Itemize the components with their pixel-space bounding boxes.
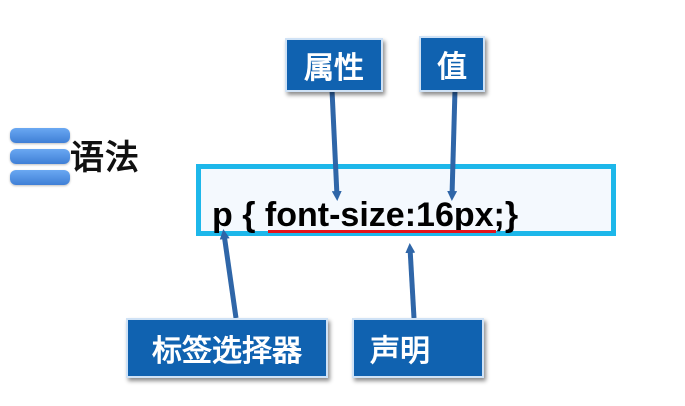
close-brace: } [504,196,519,234]
selector-text: p [212,196,233,234]
selector-label: 标签选择器 [126,318,328,378]
colon: : [404,196,417,234]
open-brace: { [242,196,256,234]
value-label: 值 [419,36,485,92]
stack-bar [10,170,70,185]
value-text: 16px [416,196,494,234]
arrow-property [329,89,342,201]
semicolon: ; [493,196,505,234]
stack-icon [10,128,70,186]
property-text: font-size [264,196,405,234]
heading: 语法 [70,138,140,178]
arrow-declaration [405,243,417,319]
arrow-selector [219,229,239,319]
arrow-value [447,89,458,201]
declaration-underline [268,230,496,233]
stack-bar [10,149,70,164]
stack-bar [10,128,70,143]
property-label: 属性 [285,38,383,92]
code-box [196,164,616,236]
css-rule: p { font-size:16px;} [212,195,518,235]
declaration-label: 声明 [352,318,484,378]
